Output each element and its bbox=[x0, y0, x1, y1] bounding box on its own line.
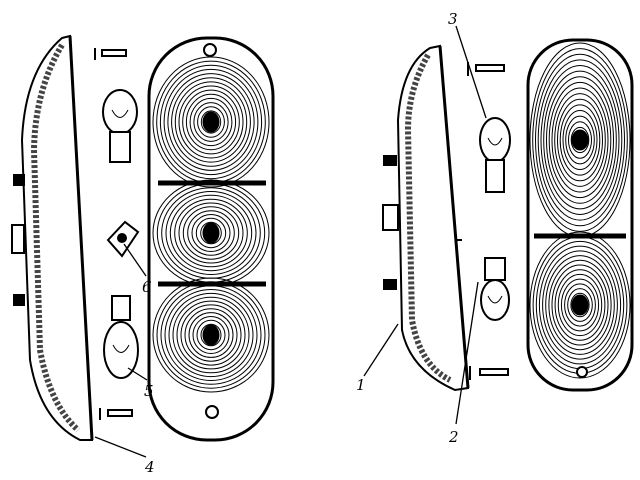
lens-ring bbox=[554, 269, 606, 341]
lens-ring bbox=[196, 319, 226, 351]
left-lens-screw-hole-top bbox=[203, 43, 217, 57]
lens-ring bbox=[200, 110, 222, 134]
lens-ring bbox=[542, 250, 618, 360]
lens-ring bbox=[191, 214, 231, 252]
right-bulb-upper bbox=[479, 117, 511, 193]
label-2: 2 bbox=[448, 428, 459, 446]
label-1: 1 bbox=[356, 376, 366, 394]
left-bulb-holder bbox=[106, 220, 140, 258]
lens-ring bbox=[532, 48, 628, 232]
right-bulb-lower bbox=[480, 257, 510, 321]
lens-ring bbox=[163, 68, 259, 176]
right-stud-top bbox=[383, 155, 397, 166]
lens-ring bbox=[164, 289, 258, 381]
lens-ring bbox=[197, 106, 225, 138]
lens-ring bbox=[538, 245, 622, 365]
left-lens-screw-hole-bottom bbox=[205, 405, 219, 419]
lens-ring bbox=[195, 217, 227, 249]
left-lamp-assembly bbox=[11, 34, 275, 442]
leader-lines bbox=[94, 25, 487, 458]
lens-ring bbox=[174, 198, 248, 268]
right-stud-bottom bbox=[383, 279, 397, 290]
lens-ring bbox=[192, 316, 230, 354]
lens-ring bbox=[567, 288, 593, 322]
lens-ring bbox=[167, 73, 255, 171]
lens-ring bbox=[564, 283, 596, 327]
lens-ring bbox=[548, 259, 612, 351]
lens-ring bbox=[174, 81, 248, 163]
lens-ring bbox=[172, 296, 250, 374]
lens-ring bbox=[168, 292, 254, 378]
lens-ring bbox=[188, 312, 234, 358]
lens-ring bbox=[551, 264, 609, 346]
lens-ring bbox=[570, 126, 590, 154]
lens-ring bbox=[187, 210, 235, 256]
right-lens-screw-hole-bottom bbox=[576, 366, 588, 378]
lens-ring bbox=[184, 308, 238, 362]
lens-ring bbox=[565, 115, 595, 165]
lens-ring bbox=[176, 300, 246, 370]
left-screw-top bbox=[94, 48, 127, 60]
lens-ring bbox=[543, 70, 617, 210]
callout-labels: 6 5 4 3 1 2 bbox=[142, 10, 459, 476]
label-4: 4 bbox=[144, 458, 155, 476]
right-lamp-assembly bbox=[382, 38, 634, 392]
right-screw-bottom bbox=[469, 366, 509, 380]
lens-ring bbox=[560, 278, 600, 332]
lens-ring bbox=[200, 323, 222, 347]
lens-ring bbox=[562, 110, 598, 170]
right-housing-hatching bbox=[404, 53, 452, 383]
left-lens-rings bbox=[152, 56, 270, 393]
lens-ring bbox=[165, 191, 257, 275]
lens-ring bbox=[159, 64, 263, 180]
right-lens-rings bbox=[529, 42, 631, 379]
lens-ring bbox=[535, 53, 625, 227]
lens-ring bbox=[178, 202, 244, 264]
lens-ring bbox=[182, 89, 240, 155]
right-housing bbox=[396, 44, 470, 392]
lens-ring bbox=[171, 77, 251, 167]
right-housing-tab bbox=[382, 204, 399, 231]
lens-ring bbox=[152, 56, 270, 188]
lens-ring bbox=[557, 273, 603, 337]
lens-center bbox=[202, 324, 220, 346]
lens-ring bbox=[178, 85, 244, 159]
lens-ring bbox=[548, 81, 612, 199]
lens-ring bbox=[169, 194, 253, 272]
left-housing-tab bbox=[11, 224, 25, 254]
lens-ring bbox=[551, 87, 609, 193]
lens-ring bbox=[189, 97, 233, 147]
lens-ring bbox=[557, 98, 603, 182]
lens-ring bbox=[537, 59, 623, 221]
lens-ring bbox=[193, 102, 229, 142]
lens-ring bbox=[554, 93, 606, 187]
label-5: 5 bbox=[144, 382, 154, 400]
lens-ring bbox=[529, 231, 631, 379]
lens-center bbox=[571, 294, 589, 316]
left-bulb-upper bbox=[102, 89, 138, 163]
lens-ring bbox=[570, 292, 590, 318]
label-3: 3 bbox=[448, 10, 458, 28]
lens-center bbox=[202, 222, 220, 244]
label-6: 6 bbox=[142, 278, 152, 296]
right-screw-top bbox=[467, 62, 505, 76]
lens-ring bbox=[200, 221, 222, 245]
lens-ring bbox=[559, 104, 601, 176]
left-housing-hatching bbox=[30, 43, 81, 433]
lens-ring bbox=[182, 206, 240, 260]
lens-ring bbox=[568, 121, 592, 159]
left-bulb-lower bbox=[103, 295, 139, 379]
lens-ring bbox=[540, 65, 620, 215]
lens-center bbox=[202, 111, 220, 133]
lens-ring bbox=[185, 93, 237, 151]
lens-ring bbox=[546, 76, 614, 204]
lens-ring bbox=[545, 255, 615, 355]
lens-ring bbox=[180, 304, 242, 366]
lens-center bbox=[571, 129, 589, 151]
left-stud-bottom bbox=[13, 294, 25, 306]
lens-ring bbox=[152, 277, 270, 393]
left-screw-bottom bbox=[99, 408, 133, 420]
left-stud-top bbox=[13, 174, 25, 186]
